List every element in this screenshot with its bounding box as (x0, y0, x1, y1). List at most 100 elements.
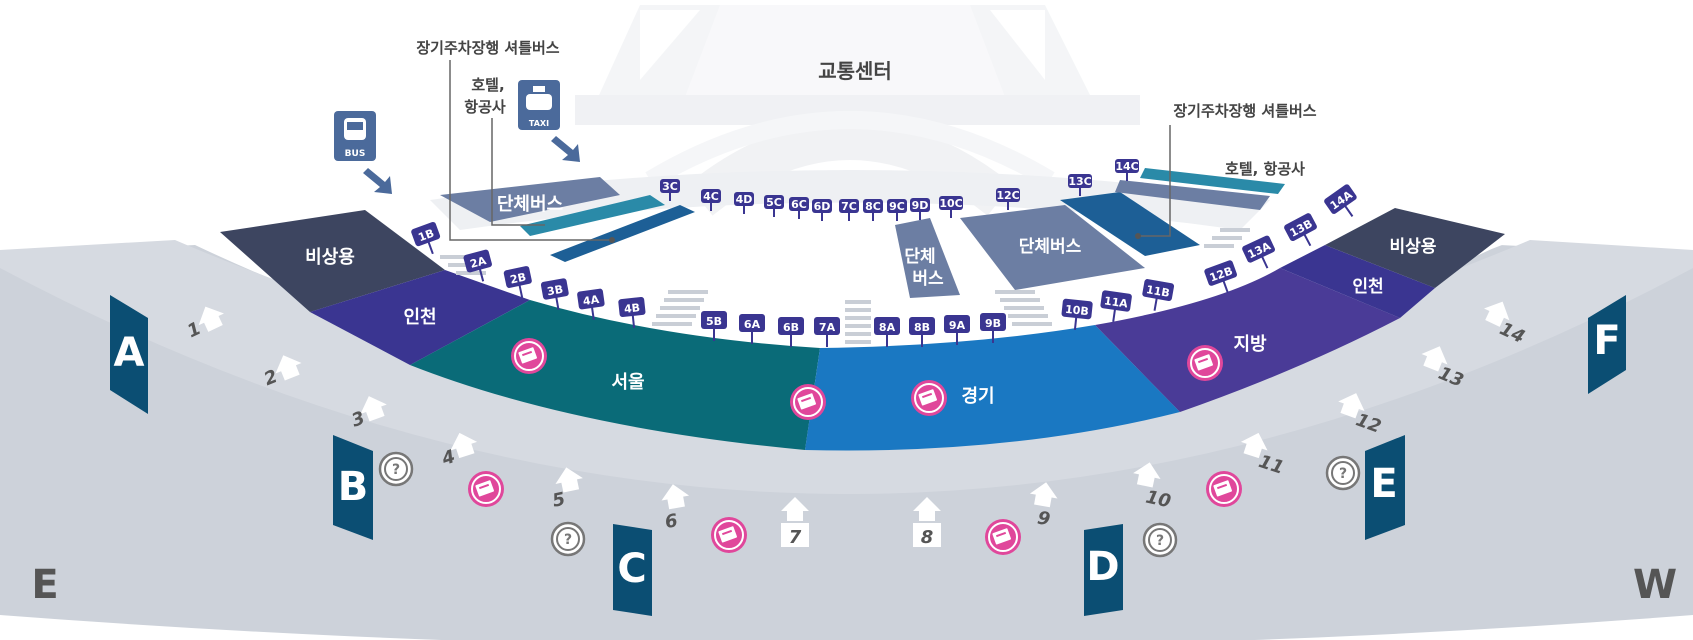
zone-label-jibang: 지방 (1233, 334, 1267, 355)
bus-stop-4B[interactable]: 4B (618, 296, 647, 330)
bus-stop-7C[interactable]: 7C (839, 199, 859, 221)
zone-group-bus-center (895, 218, 960, 298)
bus-icon-label: BUS (345, 149, 366, 159)
bus-stop-6A[interactable]: 6A (739, 314, 765, 344)
zone-group-bus-right (960, 205, 1145, 290)
transport-center-label: 교통센터 (818, 59, 892, 83)
bus-stop-9C[interactable]: 9C (887, 199, 907, 221)
exit-D[interactable]: D (1084, 524, 1123, 616)
callout-longterm-left-line (449, 60, 612, 241)
bus-icon: BUS (334, 111, 376, 161)
gate-9[interactable]: 9 (1024, 480, 1060, 531)
zone-label-emergency-left: 비상용 (305, 247, 355, 268)
bus-stop-8A[interactable]: 8A (874, 317, 900, 347)
bus-stop-2A[interactable]: 2A (463, 249, 496, 285)
bus-stop-8C[interactable]: 8C (863, 199, 883, 221)
compass-east: E (31, 562, 58, 608)
ticket-icon[interactable] (467, 470, 505, 508)
bus-stop-1B[interactable]: 1B (410, 221, 445, 258)
bus-stop-11A[interactable]: 11A (1098, 290, 1132, 324)
bus-stop-7A[interactable]: 7A (814, 317, 840, 347)
ticket-icon[interactable] (789, 383, 827, 421)
svg-text:9A: 9A (949, 319, 966, 332)
gate-10[interactable]: 10 (1127, 459, 1178, 512)
bus-stop-6D[interactable]: 6D (812, 199, 832, 221)
gate-8[interactable]: 8 (913, 497, 941, 548)
exit-E[interactable]: E (1365, 435, 1405, 540)
svg-text:3B: 3B (546, 283, 564, 299)
gate-7[interactable]: 7 (781, 497, 809, 548)
bus-stop-13C[interactable]: 13C (1068, 174, 1092, 196)
ticket-icon[interactable] (1186, 344, 1224, 382)
bus-stop-4A[interactable]: 4A (577, 288, 607, 321)
svg-text:10C: 10C (939, 197, 962, 210)
gate-5[interactable]: 5 (546, 464, 588, 512)
exit-A[interactable]: A (110, 295, 148, 414)
svg-text:5C: 5C (766, 196, 782, 209)
bus-stop-5B[interactable]: 5B (701, 311, 727, 341)
ticket-icon[interactable] (710, 516, 748, 554)
bus-stop-4C[interactable]: 4C (701, 189, 721, 211)
gate-number-10: 10 (1144, 487, 1173, 513)
bus-stop-14C[interactable]: 14C (1115, 159, 1139, 181)
svg-text:5B: 5B (706, 315, 722, 328)
zone-label-group-bus-left: 단체버스 (497, 194, 563, 215)
bus-stop-9D[interactable]: 9D (910, 198, 930, 220)
svg-text:9D: 9D (912, 199, 929, 212)
svg-text:10B: 10B (1064, 303, 1089, 318)
bus-stop-3B[interactable]: 3B (540, 278, 571, 312)
info-icon[interactable] (378, 451, 414, 487)
svg-text:13C: 13C (1068, 175, 1091, 188)
ticket-icon[interactable] (1205, 470, 1243, 508)
gate-4[interactable]: 4 (435, 429, 482, 471)
zone-jibang (1095, 268, 1400, 412)
gate-number-6: 6 (663, 510, 679, 533)
exit-F[interactable]: F (1588, 295, 1626, 394)
ticket-icon[interactable] (910, 379, 948, 417)
info-icon[interactable] (550, 521, 586, 557)
bus-stop-3C[interactable]: 3C (660, 179, 680, 201)
bus-stop-9B[interactable]: 9B (980, 313, 1006, 343)
callout-longterm-right: 장기주차장행 셔틀버스 (1173, 102, 1316, 120)
svg-text:7C: 7C (841, 200, 857, 213)
bus-stop-12C[interactable]: 12C (996, 188, 1020, 210)
bus-stop-6B[interactable]: 6B (778, 317, 804, 347)
exit-C[interactable]: C (613, 524, 652, 616)
bus-stop-9A[interactable]: 9A (944, 315, 970, 345)
bus-stop-8B[interactable]: 8B (909, 317, 935, 347)
gate-number-8: 8 (921, 527, 934, 548)
bus-stop-10B[interactable]: 10B (1060, 298, 1093, 331)
zone-incheon-left (310, 270, 530, 365)
info-icon[interactable] (1142, 522, 1178, 558)
zone-seoul (410, 300, 820, 450)
zone-group-bus-left (440, 177, 620, 222)
info-icon[interactable] (1325, 455, 1361, 491)
ticket-icon[interactable] (984, 518, 1022, 556)
zone-label-group-bus-center-2: 버스 (912, 269, 944, 289)
ticket-icon[interactable] (510, 337, 548, 375)
bus-stop-12B[interactable]: 12B (1203, 259, 1241, 297)
exit-B[interactable]: B (333, 435, 373, 540)
bus-stop-5C[interactable]: 5C (764, 195, 784, 217)
bus-stop-4D[interactable]: 4D (734, 192, 754, 214)
callout-hotel-left-2: 항공사 (464, 98, 506, 116)
svg-text:6C: 6C (791, 198, 807, 211)
svg-text:6D: 6D (814, 200, 831, 213)
gate-6[interactable]: 6 (659, 482, 695, 533)
svg-text:11B: 11B (1145, 283, 1171, 300)
callout-hotel-left-1: 호텔, (471, 76, 504, 94)
bus-stop-11B[interactable]: 11B (1140, 279, 1175, 314)
bus-stop-2B[interactable]: 2B (503, 266, 535, 301)
group-bus-left-lane (520, 195, 665, 236)
zone-label-group-bus-right: 단체버스 (1019, 237, 1082, 257)
svg-text:2A: 2A (469, 254, 488, 271)
bus-stop-14A[interactable]: 14A (1323, 183, 1365, 225)
svg-text:11A: 11A (1103, 294, 1129, 310)
bus-stop-13B[interactable]: 13B (1283, 212, 1324, 253)
bus-stop-6C[interactable]: 6C (789, 197, 809, 219)
exit-letter-D: D (1086, 544, 1119, 590)
bus-stop-13A[interactable]: 13A (1241, 235, 1281, 275)
bus-stop-10C[interactable]: 10C (939, 196, 963, 218)
gate-1[interactable]: 1 (182, 301, 230, 342)
zone-label-incheon-left: 인천 (403, 307, 436, 328)
